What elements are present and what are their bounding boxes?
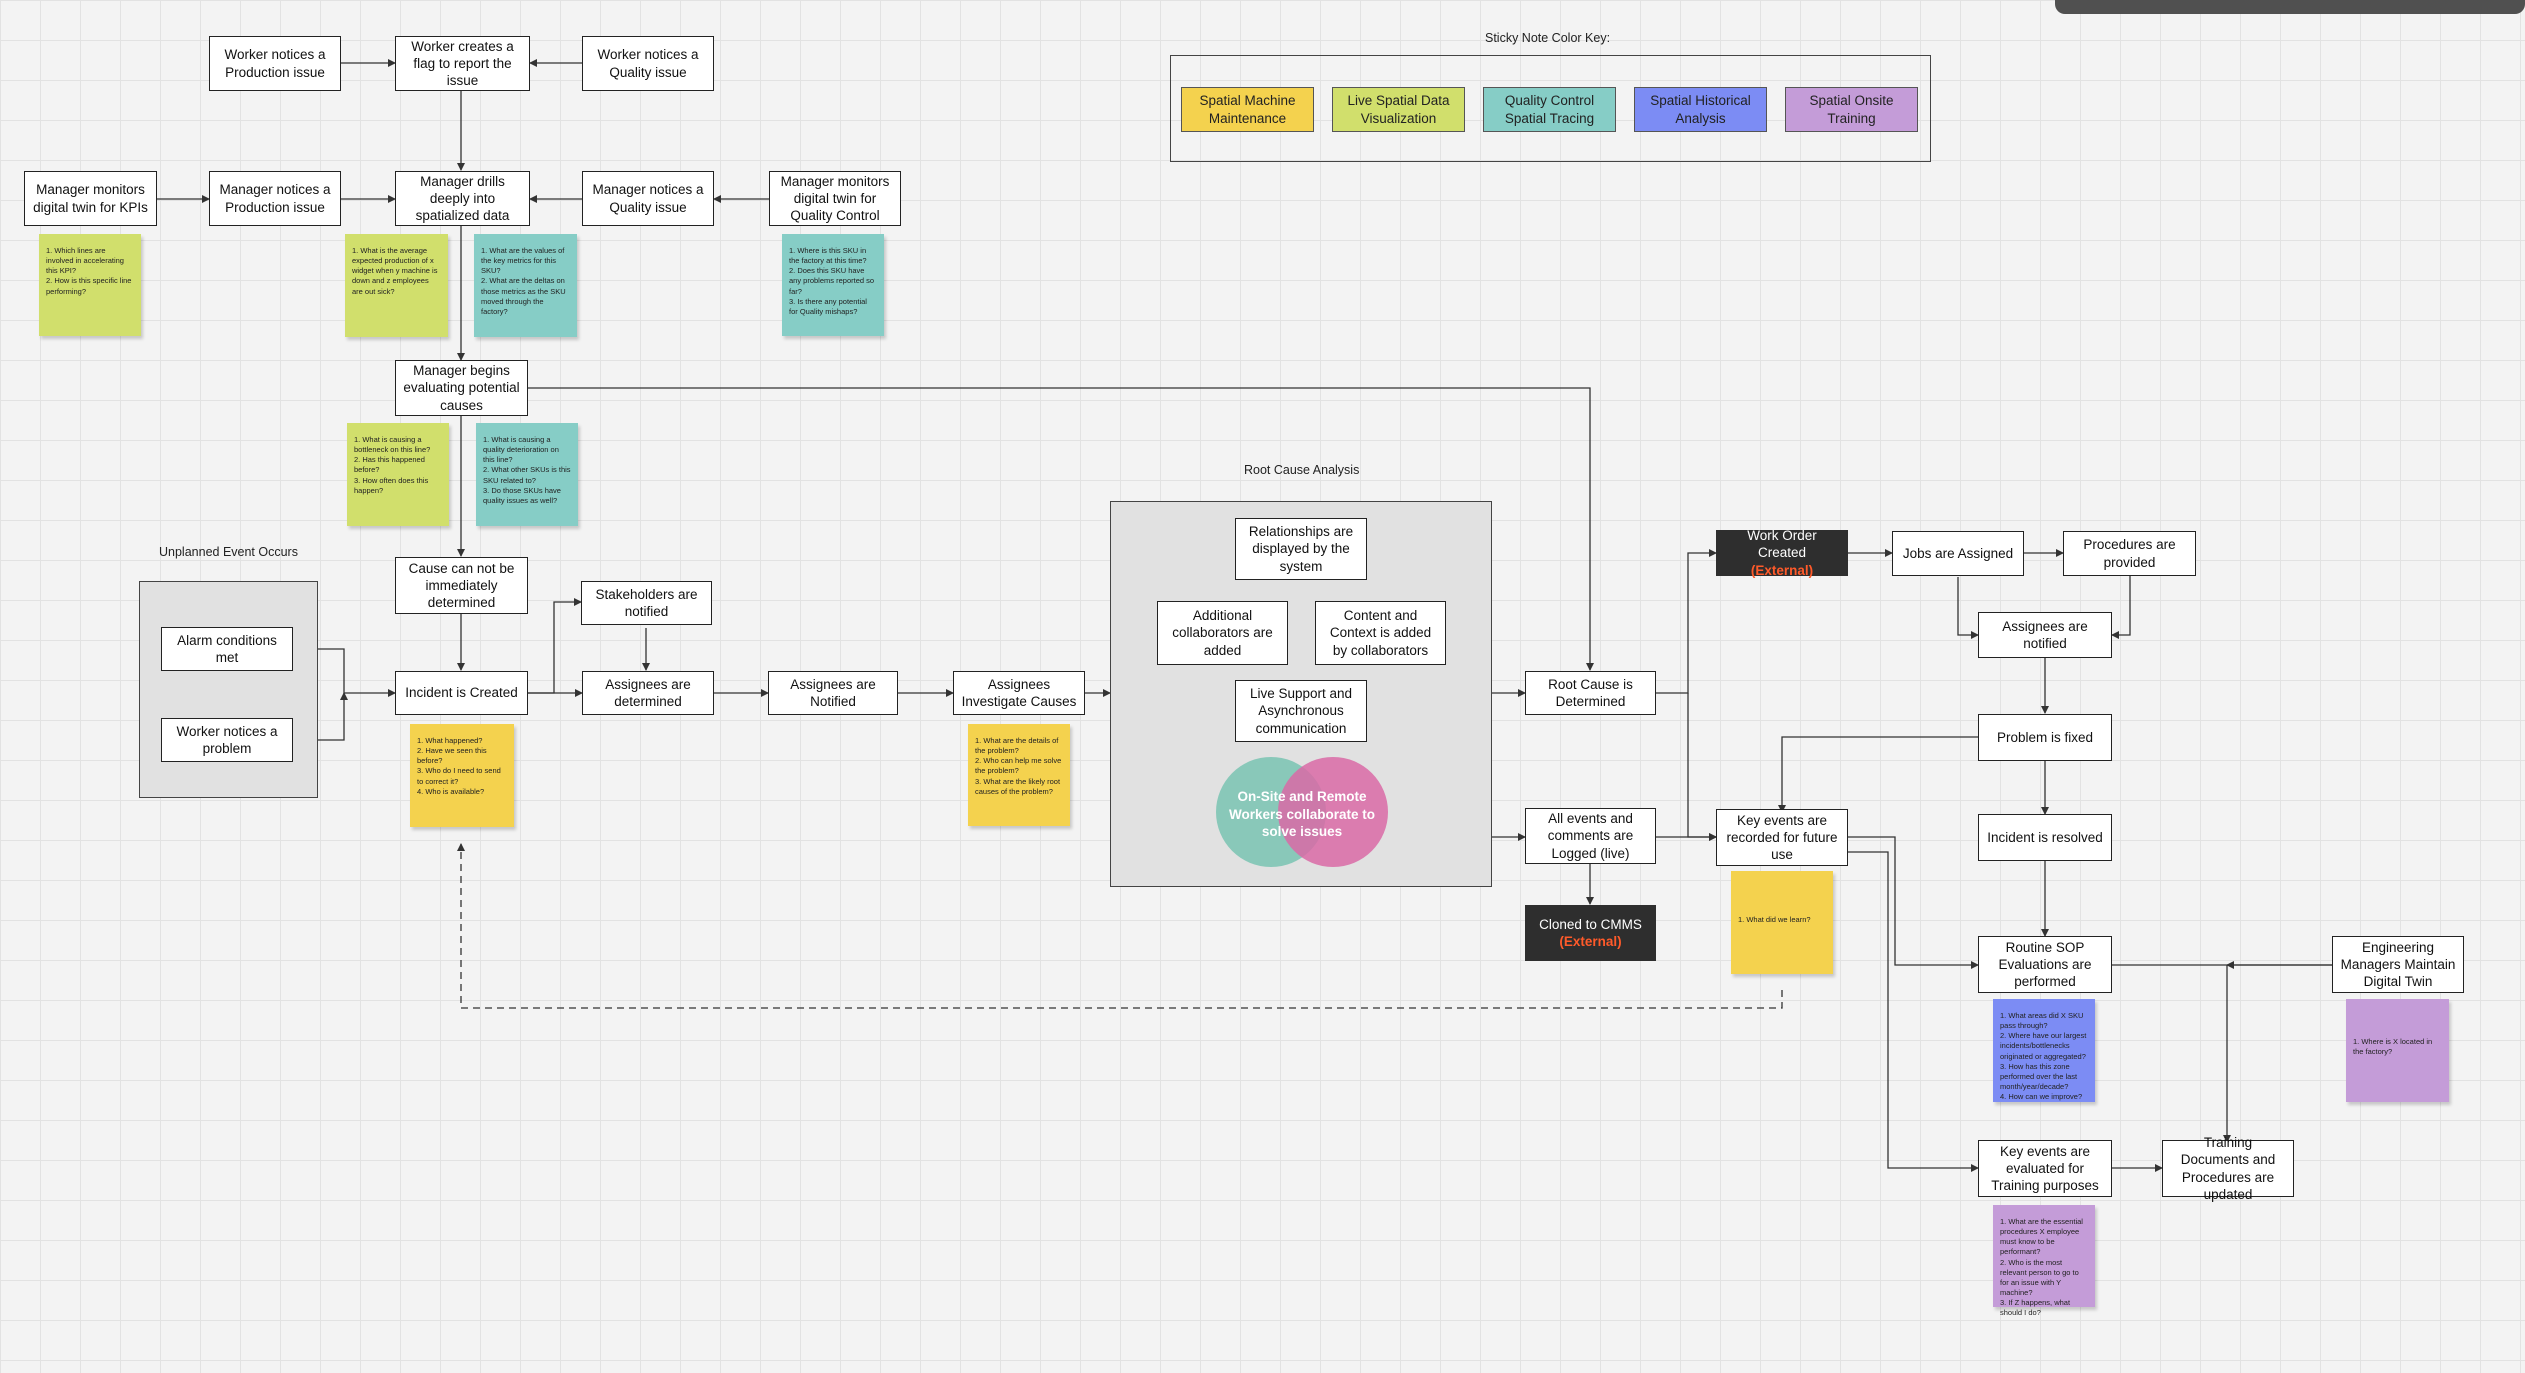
node-cloned-to-cmms[interactable]: Cloned to CMMS (External) [1525,905,1656,961]
venn-label: On-Site and Remote Workers collaborate t… [1228,789,1376,840]
node-incident-created[interactable]: Incident is Created [395,671,528,715]
sticky-what-did-we-learn[interactable]: 1. What did we learn? [1731,871,1833,974]
node-content-and-context[interactable]: Content and Context is added by collabor… [1315,601,1446,665]
sticky-quality-control-questions[interactable]: 1. Where is this SKU in the factory at t… [782,234,884,336]
edge-alarm-to-incident [293,648,396,697]
node-all-events-logged[interactable]: All events and comments are Logged (live… [1525,808,1656,864]
node-assignees-determined[interactable]: Assignees are determined [582,671,714,715]
edge-incident-to-stakeholders [528,598,582,694]
node-routine-sop-evaluations[interactable]: Routine SOP Evaluations are performed [1978,936,2112,993]
sticky-drill-quality-questions[interactable]: 1. What are the values of the key metric… [474,234,577,337]
key-chip-live-spatial-data-visualization: Live Spatial Data Visualization [1332,87,1465,132]
sticky-drill-production-questions[interactable]: 1. What is the average expected producti… [345,234,448,337]
edge-problem-fixed-to-key-events [1778,736,1978,813]
node-worker-notices-production-issue[interactable]: Worker notices a Production issue [209,36,341,91]
node-stakeholders-notified[interactable]: Stakeholders are notified [581,581,712,625]
node-engineering-managers[interactable]: Engineering Managers Maintain Digital Tw… [2332,936,2464,993]
node-training-documents-updated[interactable]: Training Documents and Procedures are up… [2162,1135,2294,1202]
node-manager-monitors-kpis[interactable]: Manager monitors digital twin for KPIs [24,171,157,226]
sticky-incident-questions[interactable]: 1. What happened? 2. Have we seen this b… [410,724,514,827]
unplanned-event-title: Unplanned Event Occurs [159,545,298,559]
node-jobs-assigned[interactable]: Jobs are Assigned [1892,531,2024,576]
node-work-order-created[interactable]: Work Order Created (External) [1716,528,1848,578]
edge-root-cause-to-key-events [1687,693,1717,841]
root-cause-analysis-title: Root Cause Analysis [1244,463,1360,477]
edge-key-events-to-sop [1848,836,1979,969]
venn-circle-remote [1278,757,1388,867]
node-manager-drills-into-data[interactable]: Manager drills deeply into spatialized d… [395,171,530,226]
sticky-evaluate-quality-questions[interactable]: 1. What is causing a quality deteriorati… [476,423,578,526]
edge-learn-feedback-dashed [457,843,1783,1009]
key-chip-spatial-historical-analysis: Spatial Historical Analysis [1634,87,1767,132]
key-chip-spatial-onsite-training: Spatial Onsite Training [1785,87,1918,132]
sticky-investigate-questions[interactable]: 1. What are the details of the problem? … [968,724,1070,826]
node-assignees-notified-2[interactable]: Assignees are notified [1978,612,2112,658]
edge-root-cause-to-work-order [1656,549,1717,694]
edge-jobs-to-assignees [1957,577,1979,639]
edge-key-events-to-training [1848,851,1979,1172]
node-manager-begins-evaluating[interactable]: Manager begins evaluating potential caus… [395,360,528,416]
sticky-engineering-questions[interactable]: 1. Where is X located in the factory? [2346,999,2449,1102]
node-root-cause-determined[interactable]: Root Cause is Determined [1525,671,1656,715]
node-key-events-training[interactable]: Key events are evaluated for Training pu… [1978,1140,2112,1197]
key-title: Sticky Note Color Key: [1485,31,1611,45]
key-chip-spatial-machine-maintenance: Spatial Machine Maintenance [1181,87,1314,132]
cmms-external-tag: (External) [1559,934,1622,949]
work-order-external-tag: (External) [1750,562,1814,578]
node-assignees-notified[interactable]: Assignees are Notified [768,671,898,715]
sticky-sop-questions[interactable]: 1. What areas did X SKU pass through? 2.… [1993,999,2095,1102]
top-toolbar-edge [2055,0,2525,14]
node-key-events-recorded[interactable]: Key events are recorded for future use [1716,809,1848,866]
edge-procedures-to-assignees [2111,576,2131,639]
color-key-frame [1170,55,1931,162]
edge-eval-to-root-cause [528,387,1594,671]
work-order-title: Work Order Created [1747,528,1817,561]
node-live-support[interactable]: Live Support and Asynchronous communicat… [1235,680,1367,742]
node-problem-fixed[interactable]: Problem is fixed [1978,714,2112,761]
key-chip-quality-control-spatial-tracing: Quality Control Spatial Tracing [1483,87,1616,132]
node-manager-notices-quality-issue[interactable]: Manager notices a Quality issue [582,171,714,226]
sticky-training-questions[interactable]: 1. What are the essential procedures X e… [1993,1205,2095,1317]
sticky-evaluate-production-questions[interactable]: 1. What is causing a bottleneck on this … [347,423,449,526]
node-worker-notices-quality-issue[interactable]: Worker notices a Quality issue [582,36,714,91]
node-relationships-displayed[interactable]: Relationships are displayed by the syste… [1235,518,1367,580]
node-assignees-investigate[interactable]: Assignees Investigate Causes [953,671,1085,715]
sticky-kpi-questions[interactable]: 1. Which lines are involved in accelerat… [39,234,141,336]
node-manager-notices-production-issue[interactable]: Manager notices a Production issue [209,171,341,226]
node-worker-creates-flag[interactable]: Worker creates a flag to report the issu… [395,36,530,91]
node-incident-resolved[interactable]: Incident is resolved [1978,814,2112,861]
node-cause-not-determined[interactable]: Cause can not be immediately determined [395,557,528,614]
node-worker-notices-problem[interactable]: Worker notices a problem [161,718,293,762]
node-manager-monitors-quality-control[interactable]: Manager monitors digital twin for Qualit… [769,171,901,226]
unplanned-event-group [139,581,318,798]
cmms-title: Cloned to CMMS [1539,916,1642,932]
node-additional-collaborators[interactable]: Additional collaborators are added [1157,601,1288,665]
node-procedures-provided[interactable]: Procedures are provided [2063,531,2196,576]
node-alarm-conditions-met[interactable]: Alarm conditions met [161,627,293,671]
